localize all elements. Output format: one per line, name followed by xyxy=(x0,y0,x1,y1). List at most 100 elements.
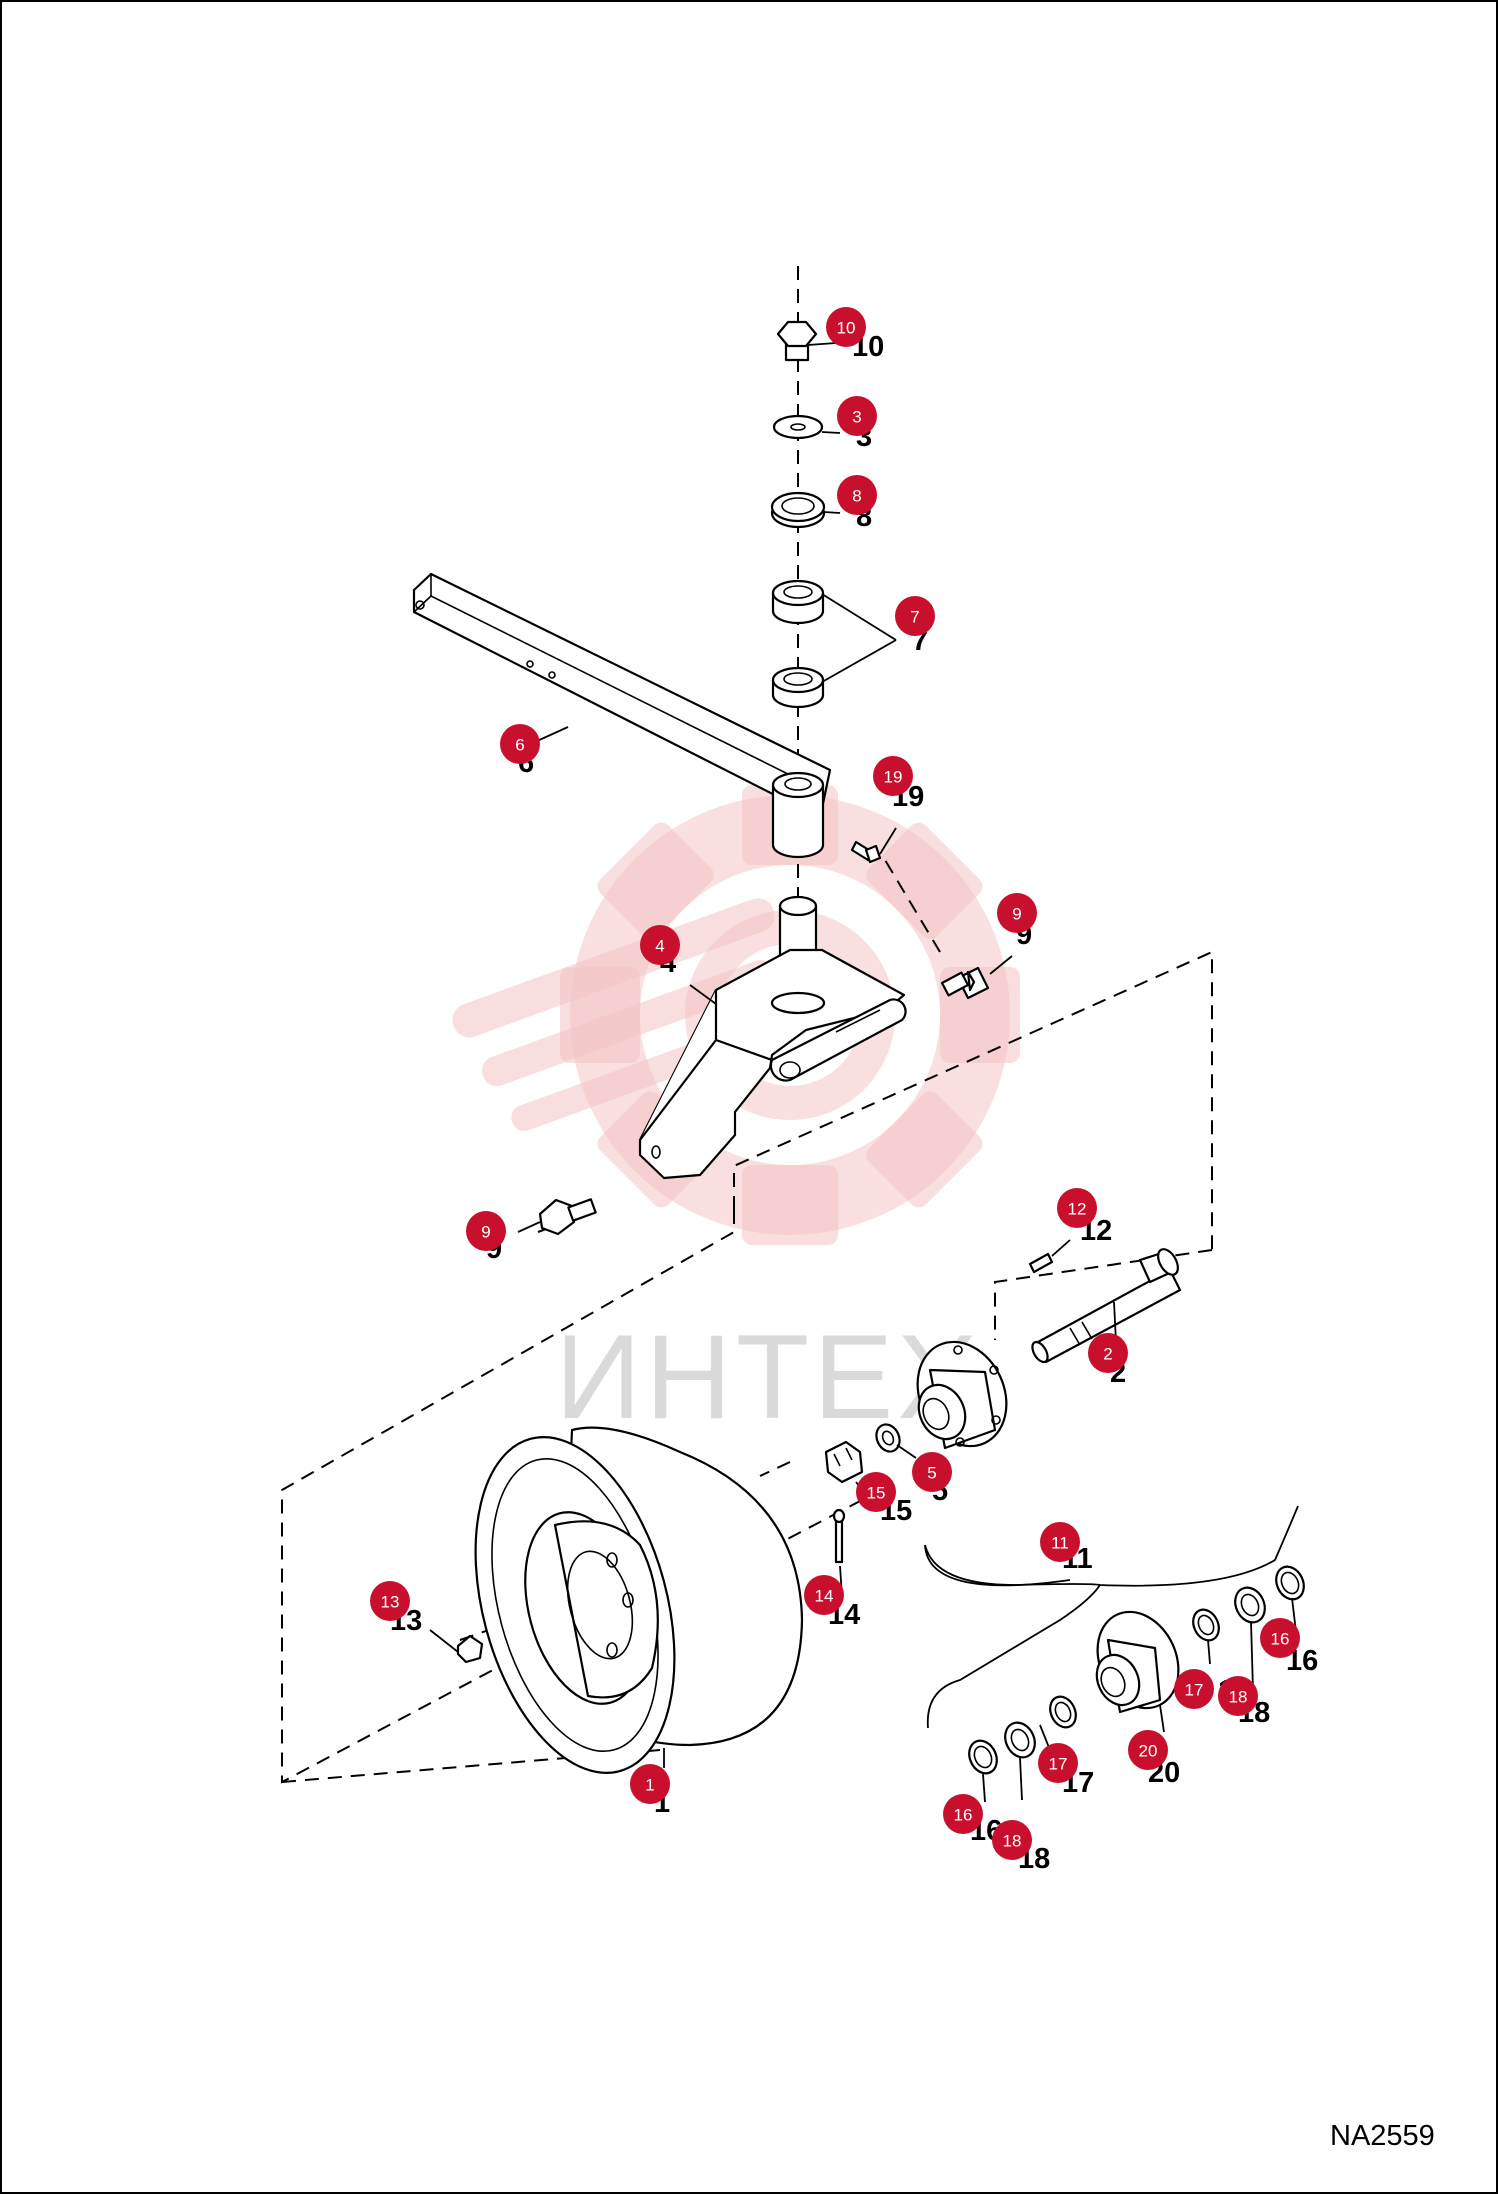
part-arm-6 xyxy=(412,572,832,859)
badge-number: 6 xyxy=(515,736,524,755)
part-washer-3 xyxy=(772,414,824,440)
callout-badge: 20 xyxy=(1128,1730,1168,1770)
part-bearing-18-lower xyxy=(1004,1721,1036,1759)
badge-circle xyxy=(1128,1730,1168,1770)
badge-circle xyxy=(1057,1188,1097,1228)
badge-number: 17 xyxy=(1185,1681,1204,1700)
callout-badge: 14 xyxy=(804,1575,844,1615)
badge-number: 20 xyxy=(1139,1742,1158,1761)
badge-circle xyxy=(1040,1522,1080,1562)
callout-c2: 22 xyxy=(1088,1333,1128,1389)
badge-circle xyxy=(1038,1743,1078,1783)
callout-c8: 88 xyxy=(837,475,877,533)
callout-badge: 2 xyxy=(1088,1333,1128,1373)
badge-circle xyxy=(630,1764,670,1804)
badge-circle xyxy=(992,1820,1032,1860)
badge-number: 8 xyxy=(852,487,861,506)
badge-circle xyxy=(640,925,680,965)
callout-badge: 19 xyxy=(873,756,913,796)
part-seal-16-upper xyxy=(1275,1565,1305,1601)
callout-badge: 9 xyxy=(997,893,1037,933)
badge-number: 14 xyxy=(815,1587,834,1606)
badge-number: 18 xyxy=(1003,1832,1022,1851)
badge-circle xyxy=(837,396,877,436)
callout-badge: 5 xyxy=(912,1452,952,1492)
badge-number: 16 xyxy=(954,1806,973,1825)
callout-badge: 1 xyxy=(630,1764,670,1804)
callout-badge: 10 xyxy=(826,307,866,347)
badge-number: 1 xyxy=(645,1776,654,1795)
part-hub-20 xyxy=(1095,1610,1180,1714)
badge-number: 12 xyxy=(1068,1200,1087,1219)
drawing-code: NA2559 xyxy=(1330,2120,1435,2152)
badge-number: 7 xyxy=(910,608,919,627)
callout-badge: 17 xyxy=(1038,1743,1078,1783)
callout-c1: 11 xyxy=(630,1764,670,1819)
part-seal-8 xyxy=(770,491,826,529)
badge-number: 13 xyxy=(381,1593,400,1612)
badge-circle xyxy=(837,475,877,515)
callout-badge: 3 xyxy=(837,396,877,436)
callout-badge: 7 xyxy=(895,596,935,636)
badge-circle xyxy=(895,596,935,636)
callout-badge: 17 xyxy=(1174,1669,1214,1709)
badge-number: 9 xyxy=(1012,905,1021,924)
badge-number: 2 xyxy=(1103,1345,1112,1364)
callout-badge: 8 xyxy=(837,475,877,515)
badge-number: 9 xyxy=(481,1223,490,1242)
badge-circle xyxy=(370,1581,410,1621)
callout-c6: 66 xyxy=(500,724,540,779)
badge-circle xyxy=(1174,1669,1214,1709)
part-hub xyxy=(916,1340,1008,1450)
part-bearing-18-upper xyxy=(1234,1586,1266,1624)
badge-circle xyxy=(466,1211,506,1251)
callout-badge: 16 xyxy=(1260,1618,1300,1658)
callout-badge: 6 xyxy=(500,724,540,764)
badge-circle xyxy=(826,307,866,347)
hub-kit-bracket xyxy=(924,1505,1299,1587)
part-bearing-7-lower xyxy=(771,666,825,709)
callout-badge: 11 xyxy=(1040,1522,1080,1562)
callout-c7: 77 xyxy=(895,596,935,657)
callout-c3: 33 xyxy=(837,396,877,453)
badge-number: 4 xyxy=(655,937,664,956)
callout-badge: 4 xyxy=(640,925,680,965)
part-wheel-1 xyxy=(474,1426,804,1774)
badge-circle xyxy=(856,1472,896,1512)
callout-c9a: 99 xyxy=(997,893,1037,951)
part-bolt-10 xyxy=(776,320,818,362)
watermark-text: ИНТЕХ xyxy=(555,1310,981,1444)
badge-number: 17 xyxy=(1049,1755,1068,1774)
badge-circle xyxy=(1218,1676,1258,1716)
part-castle-nut-15 xyxy=(824,1440,864,1484)
badge-number: 19 xyxy=(884,768,903,787)
callout-badge: 15 xyxy=(856,1472,896,1512)
part-seal-16-lower xyxy=(968,1739,998,1775)
badge-number: 10 xyxy=(837,319,856,338)
part-grease-fitting-19 xyxy=(850,840,882,864)
part-fork-4 xyxy=(638,895,907,1180)
part-bolt-9-upper xyxy=(940,966,990,1000)
badge-number: 18 xyxy=(1229,1688,1248,1707)
badge-circle xyxy=(997,893,1037,933)
part-cotter-pin-14 xyxy=(832,1508,846,1564)
badge-number: 15 xyxy=(867,1484,886,1503)
badge-number: 5 xyxy=(927,1464,936,1483)
part-pin-12 xyxy=(1028,1252,1054,1274)
hub-kit-bracket-lower xyxy=(926,1584,1101,1729)
callout-badge: 18 xyxy=(992,1820,1032,1860)
